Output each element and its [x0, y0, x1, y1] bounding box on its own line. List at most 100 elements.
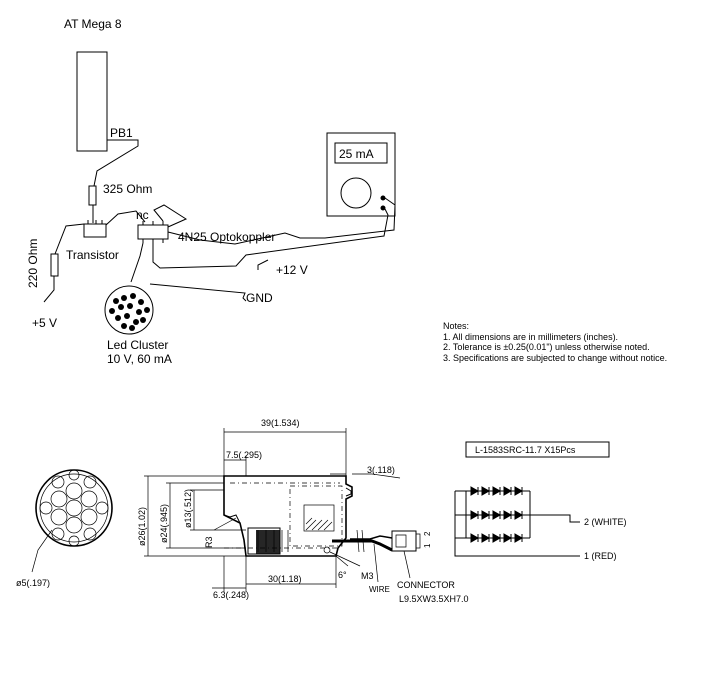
housing-socket: [303, 504, 335, 532]
part-number-box: [465, 441, 610, 458]
optocoupler: [137, 224, 169, 240]
dim-front-label: 7.5(.295): [226, 450, 262, 460]
conn-pin-2: 2: [423, 531, 432, 536]
connector-leader: [403, 550, 411, 579]
wire-opto-to-meter: [167, 197, 396, 245]
wire-label: WIRE: [369, 585, 390, 594]
wire-opto-emitter-to-meter: [152, 208, 389, 269]
resistor-220: [50, 253, 59, 277]
dim-dia26-line: [144, 475, 246, 557]
dim-dia13-line: [190, 489, 246, 531]
housing-socket-hatch: [305, 517, 333, 531]
lens-shading: [256, 530, 280, 554]
dim-63-label: 6.3(.248): [213, 590, 249, 600]
transistor-leads: [87, 220, 103, 224]
dim-length-label: 39(1.534): [261, 418, 300, 428]
cable-break: [356, 529, 365, 553]
led-dia-leader: [31, 529, 53, 573]
connector: [391, 530, 417, 552]
dim-tab-label: 3(.118): [367, 465, 395, 475]
note-1: 1. All dimensions are in millimeters (in…: [443, 332, 618, 342]
wire-transistor-to-r2: [54, 223, 85, 255]
wire-opto-to-cluster: [130, 242, 144, 283]
led-diode-symbol: [492, 533, 502, 543]
led-cluster: [104, 285, 154, 335]
optocoupler-pins: [142, 221, 164, 243]
wire-white-label: 2 (WHITE): [584, 517, 627, 527]
led-diode-symbol: [514, 486, 524, 496]
note-3: 3. Specifications are subjected to chang…: [443, 353, 667, 363]
m3-leader: [329, 551, 361, 567]
cable-2: [350, 535, 393, 540]
multimeter-display: [334, 142, 388, 164]
wire-red-tap: [455, 490, 466, 539]
dim-dia24-line: [166, 482, 246, 549]
pin-pb1-label: PB1: [110, 126, 133, 140]
transistor: [83, 223, 107, 238]
led-strings: [466, 486, 530, 543]
dim-r3-label: R3: [204, 536, 214, 548]
led-diode-symbol: [470, 533, 480, 543]
multimeter-reading: 25 mA: [339, 147, 374, 161]
opto-nc-loop: [153, 204, 188, 228]
multimeter-dial: [340, 177, 372, 209]
transistor-label: Transistor: [66, 248, 119, 262]
led-wiring-diagram: L-1583SRC-11.7 X15Pcs 2 (WHITE) 1 (RED): [454, 441, 627, 561]
dim-30-label: 30(1.18): [268, 574, 302, 584]
front-view-outer: [35, 469, 113, 547]
note-2: 2. Tolerance is ±0.25(0.01") unless othe…: [443, 342, 650, 352]
wire-red-line: [454, 491, 580, 557]
connector-pins: [395, 533, 421, 549]
dim-dia13-label: ø13(.512): [183, 489, 193, 528]
connector-size: L9.5XW3.5XH7.0: [399, 594, 469, 604]
led-cluster-dots: [109, 293, 150, 331]
housing-tab: [345, 487, 352, 497]
led-diode-symbol: [492, 510, 502, 520]
wire-r2-to-vcc5: [43, 276, 55, 303]
led-diode-symbol: [492, 486, 502, 496]
mcu-label: AT Mega 8: [64, 17, 122, 31]
notes-block: Notes: 1. All dimensions are in millimet…: [443, 321, 667, 363]
led-diode-symbol: [481, 510, 491, 520]
mcu-chip: [76, 51, 108, 152]
dim-angle-label: 6°: [338, 570, 347, 580]
housing-front-step: [223, 514, 241, 524]
led-dia-label: ø5(.197): [16, 578, 50, 588]
dim-63-line: [212, 556, 247, 592]
part-number: L-1583SRC-11.7 X15Pcs: [475, 445, 576, 455]
wiring-schematic: AT Mega 8 PB1 325 Ohm Transistor 220 Ohm…: [26, 17, 396, 366]
notes-title: Notes:: [443, 321, 469, 331]
resistor-220-label: 220 Ohm: [26, 239, 40, 288]
side-view: 1 2 39(1.534) 7.5(.295) 3(.118) ø26(1.02…: [137, 418, 469, 604]
dim-length-line: [223, 428, 347, 476]
front-view-inner: [39, 473, 109, 543]
multimeter-probe-2: [380, 205, 386, 211]
front-view: ø5(.197): [16, 469, 113, 588]
gnd-label: GND: [246, 291, 273, 305]
cluster-rating: 10 V, 60 mA: [107, 352, 172, 366]
multimeter: [326, 132, 396, 217]
multimeter-probe-1: [380, 195, 386, 201]
led-diode-symbol: [470, 486, 480, 496]
led-diode-symbol: [514, 533, 524, 543]
led-diode-symbol: [503, 510, 513, 520]
wire-leader: [373, 543, 379, 583]
resistor-325: [88, 185, 97, 206]
dim-dia24-label: ø24(.945): [159, 504, 169, 543]
housing-rear-block: [289, 485, 343, 547]
resistor-325-label: 325 Ohm: [103, 182, 152, 196]
cluster-label: Led Cluster: [107, 338, 168, 352]
led-diode-symbol: [481, 486, 491, 496]
led-diode-symbol: [481, 533, 491, 543]
cable: [332, 539, 393, 552]
wire-vcc12: [257, 259, 269, 270]
led-diode-symbol: [503, 533, 513, 543]
housing-screw: [323, 546, 331, 554]
wire-pb1-to-r1: [93, 139, 139, 187]
led-diode-symbol: [503, 486, 513, 496]
dim-r3-leader: [213, 517, 237, 531]
dim-dia26-label: ø26(1.02): [137, 507, 147, 546]
m3-label: M3: [361, 571, 374, 581]
front-view-leds: [39, 469, 109, 547]
